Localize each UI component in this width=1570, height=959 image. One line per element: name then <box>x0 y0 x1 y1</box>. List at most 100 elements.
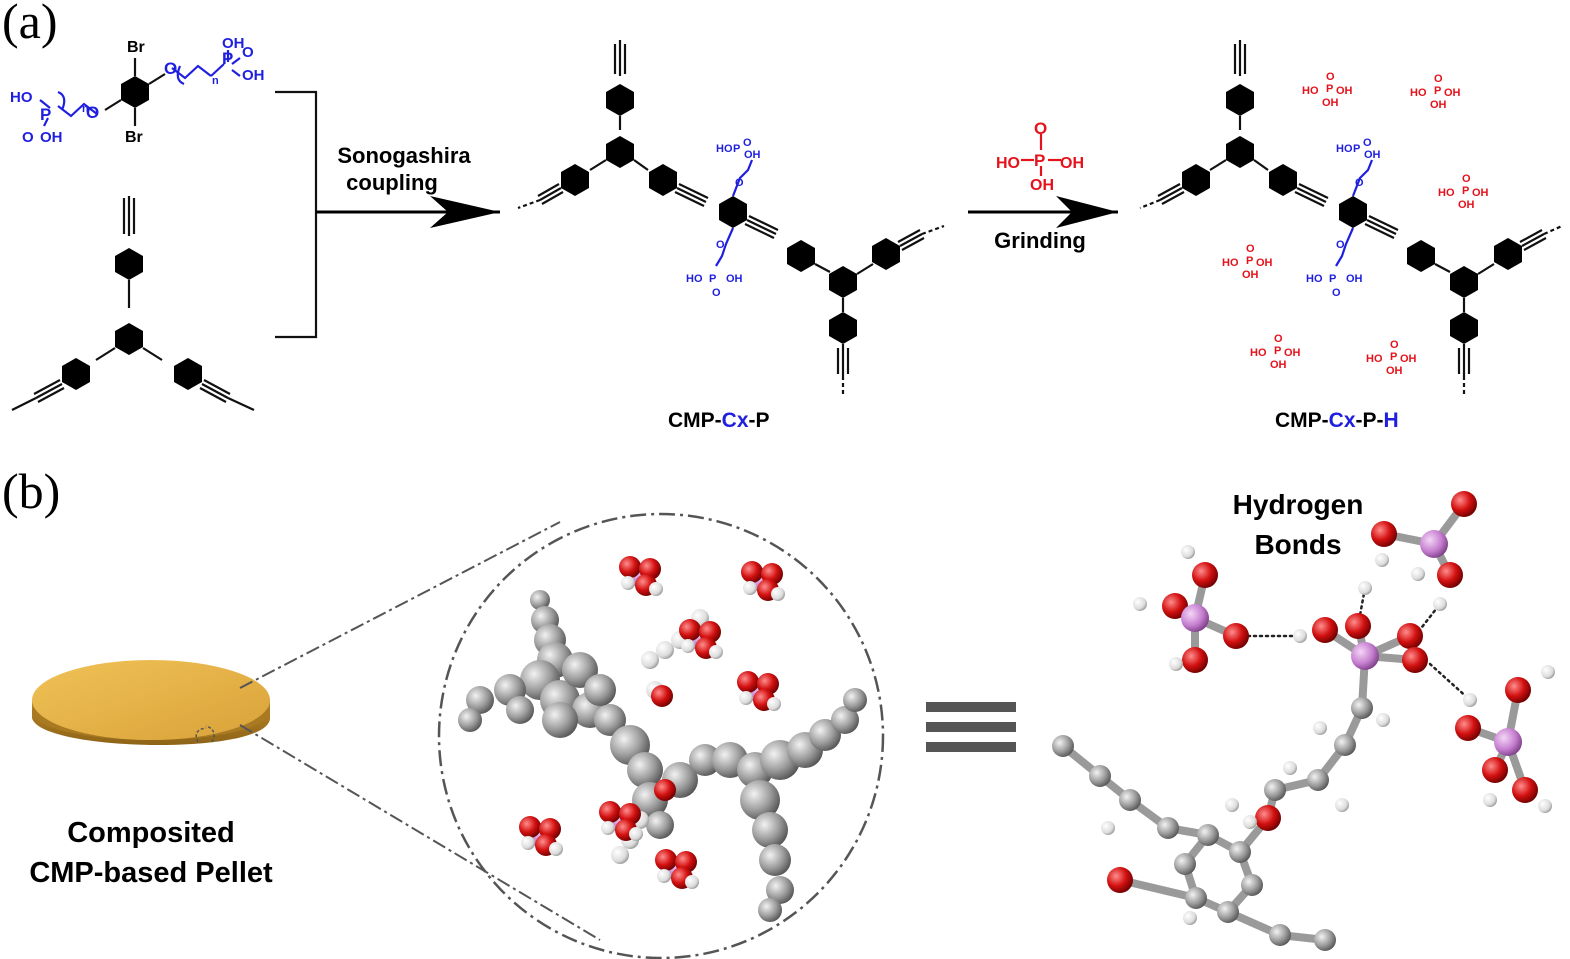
free-acid-atom-label: OH <box>1386 365 1403 377</box>
hydrogen-sphere <box>685 875 699 889</box>
carbon-sphere <box>530 590 550 610</box>
free-acid-atom-label: P <box>1246 255 1253 267</box>
carbon-atom <box>1264 779 1286 801</box>
carbon-atom <box>1197 824 1219 846</box>
free-acid-atom-label: HO <box>1410 87 1427 99</box>
free-acid-atom-label: OH <box>1472 187 1489 199</box>
hydrogen-atom <box>1313 721 1327 735</box>
hydrogen-sphere <box>621 576 635 590</box>
carbon-atom <box>1269 924 1291 946</box>
product-1-bottom-ho: HO <box>686 273 703 285</box>
monomer-1-o-left-bottom: O <box>22 129 34 146</box>
monomer-1-oh-left-bottom: OH <box>40 129 63 146</box>
monomer-1-o-left: O <box>86 103 99 122</box>
carbon-atom <box>1185 887 1207 909</box>
hydrogen-sphere <box>709 645 723 659</box>
coupling-label: coupling <box>346 170 438 195</box>
acid-cluster <box>599 801 643 841</box>
free-acid-atom-label: P <box>1274 345 1281 357</box>
carbon-sphere <box>740 780 780 820</box>
product-2-name-part-4: H <box>1384 409 1399 432</box>
product-1-name-part-3: -P <box>749 409 770 432</box>
hydrogen-atom <box>1376 713 1390 727</box>
hydrogen-sphere <box>649 582 663 596</box>
product-2-top-ho: HO <box>1336 143 1353 155</box>
carbon-atom <box>1351 697 1373 719</box>
product-1-name-part-1: CMP- <box>668 409 722 432</box>
oxygen-atom <box>1437 562 1463 588</box>
oxygen-sphere <box>599 801 621 823</box>
acid-cluster <box>655 849 699 889</box>
oxygen-sphere <box>519 816 541 838</box>
product-1-bottom-p: P <box>709 273 716 285</box>
carbon-sphere <box>458 708 482 732</box>
carbon-atom <box>1157 817 1179 839</box>
oxygen-sphere <box>655 849 677 871</box>
product-2-top-p: P <box>1353 143 1360 155</box>
oxygen-atom <box>1192 562 1218 588</box>
free-acid-atom-label: O <box>1274 333 1283 345</box>
reagent-oh-right: OH <box>1060 155 1084 172</box>
panel-label-b: (b) <box>2 463 60 519</box>
free-acid-atom-label: OH <box>1284 347 1301 359</box>
free-acid-atom-label: OH <box>1242 269 1259 281</box>
pellet-label-line-2: CMP-based Pellet <box>29 857 273 889</box>
product-2-top-o: O <box>1363 137 1372 149</box>
oxygen-atom <box>1455 715 1481 741</box>
oxygen-sphere <box>651 685 673 707</box>
free-acid-atom-label: HO <box>1302 85 1319 97</box>
monomer-1-ho-left: HO <box>10 89 33 106</box>
hydrogen-sphere <box>656 641 674 659</box>
carbon-sphere <box>542 702 578 738</box>
product-2-bottom-o: O <box>1332 287 1341 299</box>
free-acid-atom-label: OH <box>1256 257 1273 269</box>
pellet-disc <box>32 660 270 746</box>
product-2-top-oh: OH <box>1364 149 1381 161</box>
product-2-bottom-ho: HO <box>1306 273 1323 285</box>
free-acid-atom-label: OH <box>1430 99 1447 111</box>
product-2-name-part-1: CMP- <box>1275 409 1329 432</box>
hydrogen-sphere <box>681 639 695 653</box>
hydrogen-atom <box>1358 581 1372 595</box>
hydrogen-atom <box>1133 597 1147 611</box>
free-acid-atom-label: O <box>1246 243 1255 255</box>
carbon-atom <box>1052 735 1074 757</box>
monomer-1-structure <box>104 58 166 126</box>
carbon-sphere <box>752 812 788 848</box>
product-1-bottom-oh: OH <box>726 273 743 285</box>
monomer-1-n-left: n <box>82 103 89 115</box>
monomer-1-oh-right-bottom: OH <box>242 67 265 84</box>
free-acid-atom-label: HO <box>1250 347 1267 359</box>
oxygen-atom <box>1223 623 1249 649</box>
monomer-2-structure <box>11 196 255 411</box>
carbon-sphere <box>758 898 782 922</box>
hydrogen-bond <box>1428 662 1472 702</box>
free-acid-atom-label: O <box>1326 71 1335 83</box>
product-2-bottom-p: P <box>1329 273 1336 285</box>
carbon-sphere <box>506 696 534 724</box>
hydrogen-sphere <box>767 697 781 711</box>
oxygen-sphere <box>741 561 763 583</box>
grinding-label: Grinding <box>994 228 1086 253</box>
hydrogen-sphere <box>549 842 563 856</box>
hydrogen-atom <box>1411 567 1425 581</box>
reactant-bracket <box>275 90 318 339</box>
carbon-sphere <box>689 744 721 776</box>
carbon-atom <box>1174 853 1196 875</box>
product-2-structure <box>1139 40 1563 394</box>
hydrogen-atom <box>1283 761 1297 775</box>
product-2-name: CMP-Cx-P-H <box>1275 409 1399 432</box>
hydrogen-bonds-label-line-1: Hydrogen <box>1233 489 1364 520</box>
monomer-1-br-bottom: Br <box>125 129 143 146</box>
oxygen-atom <box>1482 757 1508 783</box>
hydrogen-atom <box>1541 665 1555 679</box>
arrow-1-head <box>430 196 500 228</box>
free-acid-atom-label: P <box>1462 185 1469 197</box>
hydrogen-atom <box>1181 545 1195 559</box>
monomer-1-n-right: n <box>212 75 219 87</box>
acid-cluster <box>741 561 785 601</box>
